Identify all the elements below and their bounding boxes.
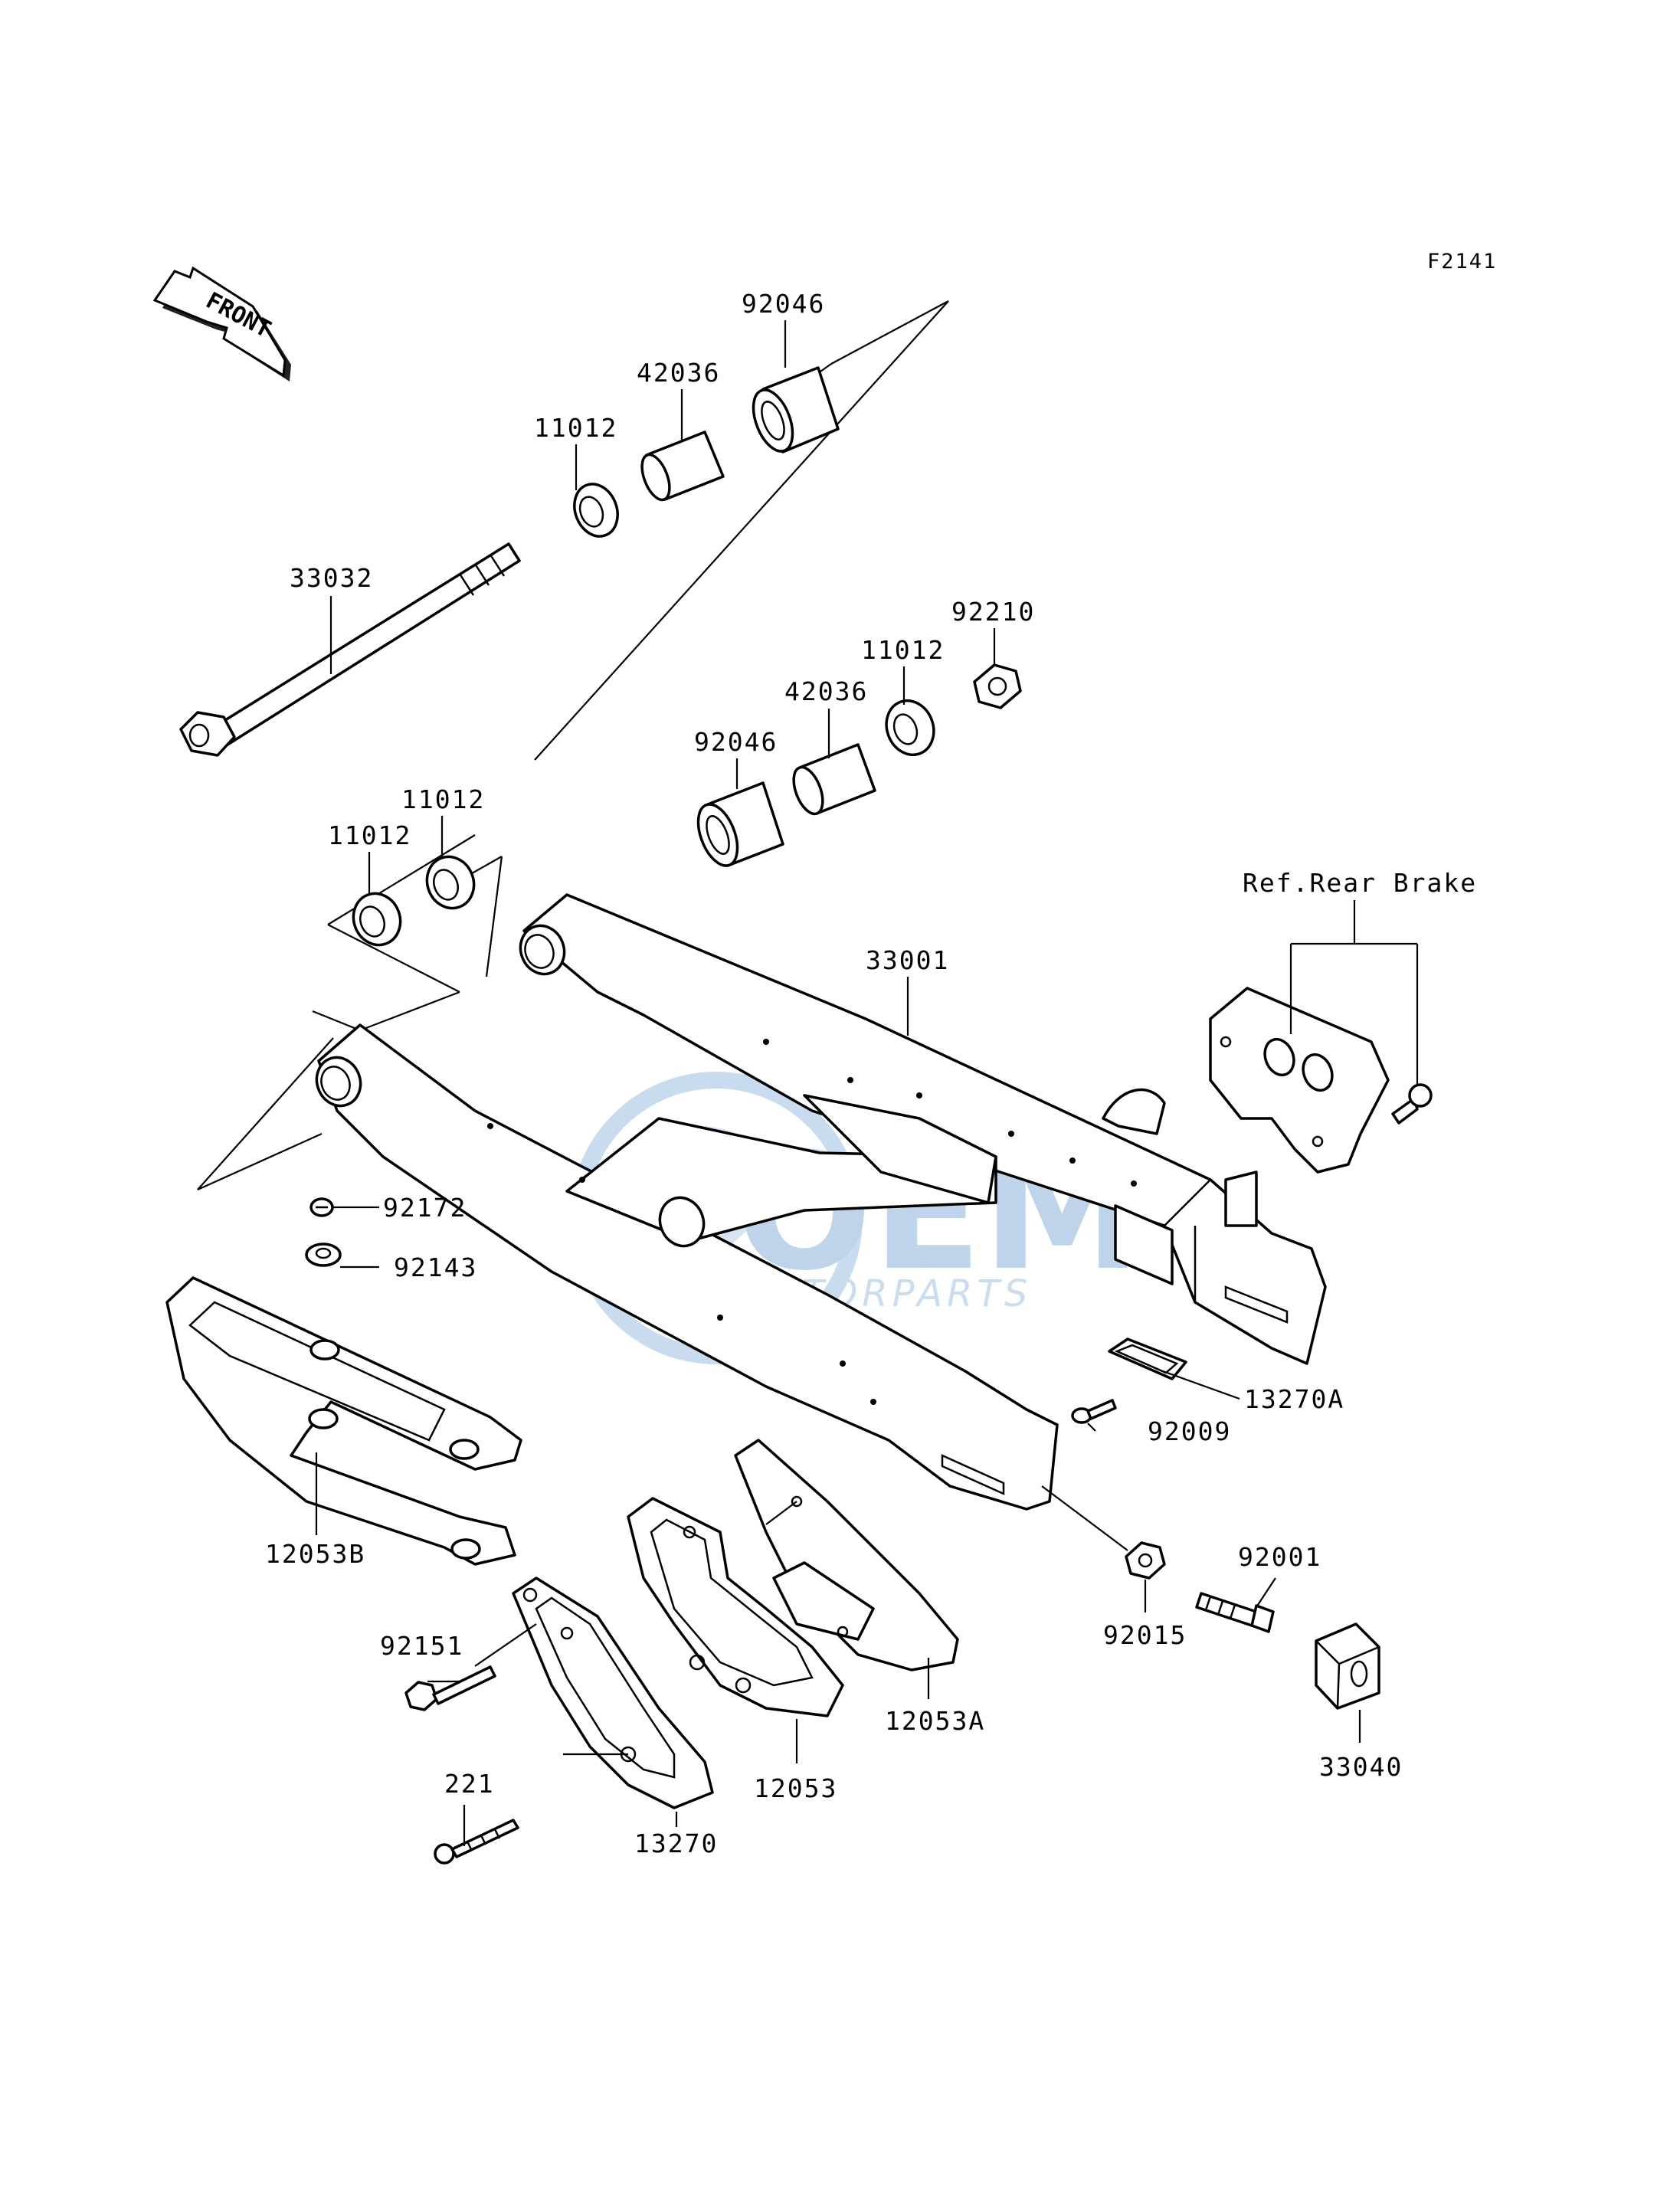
label-12053B: 12053B <box>265 1539 365 1569</box>
sleeve-42036-top <box>640 431 725 502</box>
label-92015: 92015 <box>1103 1620 1187 1650</box>
label-11012-left-upper: 11012 <box>401 784 485 814</box>
screw-221 <box>434 1819 519 1865</box>
block-33040 <box>1315 1622 1380 1710</box>
chain-guide-12053 <box>627 1497 844 1717</box>
screw-92172 <box>309 1197 334 1217</box>
collar-92046-mid <box>696 781 784 867</box>
washer-92143 <box>305 1243 342 1267</box>
chain-slider-12053B <box>165 1276 522 1566</box>
nut-92210 <box>973 663 1022 709</box>
label-11012-mid: 11012 <box>861 635 945 665</box>
label-33040: 33040 <box>1319 1752 1403 1782</box>
seal-11012-left-upper <box>425 855 476 910</box>
label-92046-top: 92046 <box>742 289 825 319</box>
swingarm-33001 <box>315 893 1327 1511</box>
label-92143: 92143 <box>394 1252 477 1282</box>
label-92210: 92210 <box>951 597 1035 627</box>
part-labels: 92046 42036 11012 33032 92210 11012 4203… <box>265 289 1477 1858</box>
bolt-92009 <box>1071 1399 1117 1424</box>
label-92172: 92172 <box>383 1193 467 1223</box>
label-92046-mid: 92046 <box>694 727 778 757</box>
label-11012-left-lower: 11012 <box>328 820 411 850</box>
label-33001: 33001 <box>866 945 949 975</box>
collar-92046-top <box>752 366 840 453</box>
label-13270A: 13270A <box>1244 1384 1344 1414</box>
label-12053: 12053 <box>754 1773 837 1803</box>
front-arrow-icon: FRONT <box>152 266 291 381</box>
label-42036-mid: 42036 <box>784 676 868 706</box>
label-42036-top: 42036 <box>637 358 720 388</box>
plate-13270A <box>1108 1338 1187 1380</box>
label-221: 221 <box>444 1769 495 1799</box>
leader-lines <box>315 320 1419 1846</box>
label-92009: 92009 <box>1148 1416 1231 1446</box>
seal-11012-top <box>573 483 619 538</box>
guard-plate-13270 <box>512 1577 714 1809</box>
bolt-92001 <box>1195 1592 1275 1633</box>
chain-guide-12053A <box>734 1439 959 1671</box>
pivot-shaft-33032 <box>179 542 521 757</box>
label-13270: 13270 <box>634 1829 718 1858</box>
label-12053A: 12053A <box>885 1706 985 1736</box>
figure-code: F2141 <box>1427 250 1497 273</box>
nut-92015 <box>1125 1541 1166 1580</box>
sleeve-42036-mid <box>792 743 876 816</box>
seal-11012-mid <box>885 699 935 757</box>
rear-brake-bracket <box>1209 987 1433 1227</box>
label-ref-rear-brake: Ref.Rear Brake <box>1243 868 1477 898</box>
label-33032: 33032 <box>290 563 373 593</box>
bolt-92151 <box>404 1665 496 1711</box>
seal-11012-left-lower <box>352 892 402 947</box>
label-92151: 92151 <box>380 1631 463 1661</box>
label-92001: 92001 <box>1238 1542 1321 1572</box>
label-11012-top: 11012 <box>534 413 617 443</box>
